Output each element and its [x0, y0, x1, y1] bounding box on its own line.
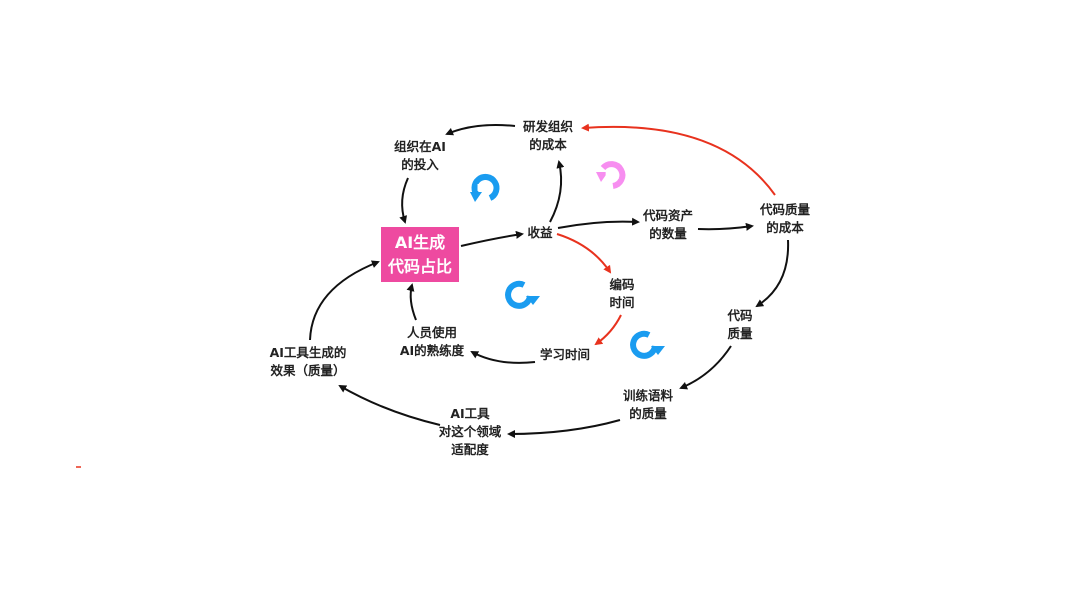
node-line: 代码资产: [642, 208, 694, 223]
node-line: 时间: [609, 295, 635, 310]
node-line: 质量: [727, 326, 753, 341]
node-line: 的成本: [766, 220, 804, 235]
link-qualitycost-to-codequality: [755, 239, 790, 308]
node-org-investment: 组织在AI 的投入: [394, 138, 446, 174]
link-learningtime-to-proficiency: [470, 351, 536, 364]
node-training-quality: 训练语料的质量: [623, 387, 673, 423]
loop-r2-icon: R2: [505, 280, 540, 309]
node-line: 组织在AI: [394, 139, 446, 154]
node-line: 编码: [609, 277, 635, 292]
node-line: 的质量: [629, 406, 667, 421]
node-code-quality: 代码质量: [727, 307, 752, 343]
link-codingtime-to-learningtime: [594, 314, 622, 346]
link-assets-to-qualitycost: [697, 222, 754, 231]
node-rd-cost: 研发组织的成本: [523, 118, 573, 154]
link-codequality-to-training: [679, 345, 732, 390]
node-line: 收益: [527, 225, 553, 240]
link-rdcost-to-investment: [445, 124, 516, 136]
node-line: 代码占比: [387, 256, 452, 276]
node-line: R2: [512, 289, 527, 300]
node-line: AI生成: [394, 232, 446, 252]
node-line: 效果（质量）: [270, 363, 346, 378]
link-qualitycost-to-rdcost: [581, 123, 776, 196]
loop-r1-icon: R1: [470, 173, 500, 202]
loop-b1-icon: B1: [596, 161, 626, 189]
link-domainfit-to-effect: [338, 384, 441, 426]
link-effect-to-ratio: [309, 260, 380, 341]
node-line: 对这个领域: [438, 424, 502, 439]
node-line: 训练语料: [622, 388, 674, 403]
loop-r3-icon: R3: [630, 330, 665, 359]
node-domain-fit: AI工具对这个领域适配度: [439, 405, 502, 459]
node-line: 适配度: [451, 442, 489, 457]
node-line: 人员使用: [406, 325, 458, 340]
node-learning-time: 学习时间: [540, 346, 590, 364]
node-line: 代码质量: [759, 202, 811, 217]
node-revenue: 收益: [527, 224, 552, 242]
node-line: 的投入: [401, 157, 439, 172]
link-revenue-to-assets: [557, 217, 640, 229]
node-code-assets: 代码资产的数量: [643, 207, 693, 243]
node-line: B1: [605, 171, 620, 182]
link-ratio-to-revenue: [460, 230, 524, 247]
link-revenue-to-rdcost: [549, 160, 565, 223]
node-line: R3: [637, 339, 652, 350]
link-revenue-to-codingtime: [556, 233, 612, 274]
node-ai-tool-effect: AI工具生成的效果（质量）: [270, 344, 347, 380]
node-line: 研发组织: [522, 119, 574, 134]
node-line: AI的熟练度: [399, 343, 465, 358]
node-line: AI工具: [450, 406, 490, 421]
link-investment-to-ratio: [399, 177, 409, 224]
node-line: AI工具生成的: [269, 345, 347, 360]
node-line: 代码: [727, 308, 753, 323]
link-training-to-domainfit: [507, 419, 621, 438]
node-ai-code-ratio: AI生成 代码占比: [381, 227, 459, 282]
node-line: 的成本: [529, 137, 567, 152]
node-ai-proficiency: 人员使用 AI的熟练度: [400, 324, 464, 360]
link-proficiency-to-ratio: [406, 283, 417, 321]
node-line: 的数量: [649, 226, 687, 241]
node-line: 学习时间: [539, 347, 591, 362]
node-code-quality-cost: 代码质量的成本: [760, 201, 810, 237]
node-coding-time: 编码时间: [609, 276, 634, 312]
node-line: R1: [477, 183, 492, 194]
